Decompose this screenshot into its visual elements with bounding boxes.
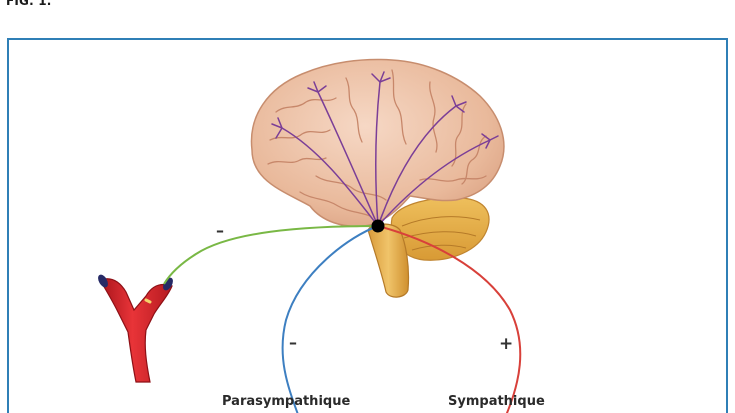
vascular-sign: – xyxy=(216,221,224,240)
parasympathetic-label: Parasympathique xyxy=(222,394,350,409)
blood-vessel xyxy=(98,274,173,383)
vascular-pathway xyxy=(163,225,379,285)
parasympathetic-pathway xyxy=(281,225,379,413)
parasympathetic-sign: – xyxy=(289,333,297,352)
brain-stem xyxy=(367,223,410,298)
cerebrum xyxy=(250,58,505,228)
sympathetic-label: Sympathique xyxy=(448,394,545,409)
sympathetic-pathway xyxy=(377,225,522,413)
figure-label: FIG. 1. xyxy=(6,0,52,8)
sympathetic-sign: + xyxy=(499,334,513,354)
neuron-fibers xyxy=(271,71,499,227)
central-nucleus xyxy=(371,219,385,233)
